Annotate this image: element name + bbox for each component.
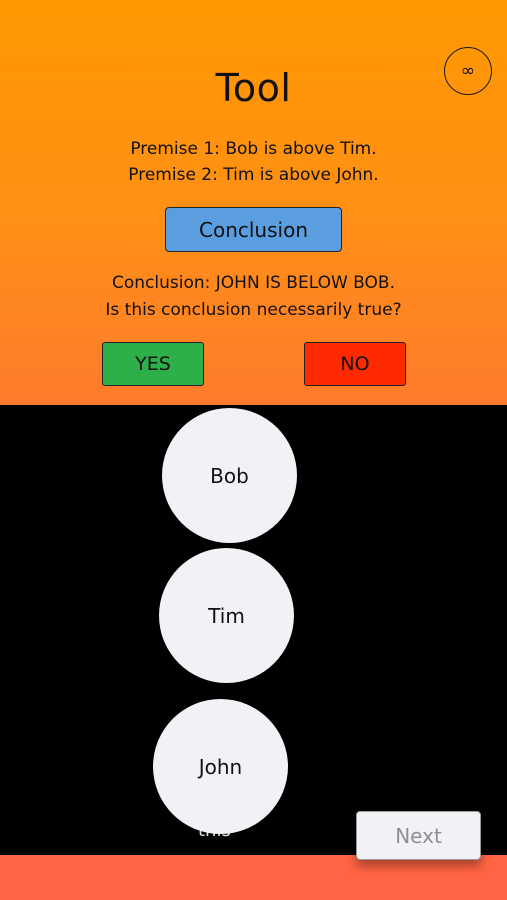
person-circle-tim[interactable]: Tim xyxy=(159,548,294,683)
person-label: Bob xyxy=(210,463,249,488)
no-button[interactable]: NO xyxy=(304,342,406,386)
person-label: John xyxy=(198,754,243,779)
person-circle-bob[interactable]: Bob xyxy=(162,408,297,543)
page-title: Tool xyxy=(215,66,292,110)
premise-1: Premise 1: Bob is above Tim. xyxy=(130,139,377,159)
infinity-mode-button[interactable]: ∞ xyxy=(444,47,492,95)
bottom-bar xyxy=(0,855,507,900)
conclusion-statement: Conclusion: JOHN IS BELOW BOB. xyxy=(112,273,395,293)
person-circle-john[interactable]: John xyxy=(153,699,288,834)
infinity-icon: ∞ xyxy=(460,61,476,81)
person-label: Tim xyxy=(208,603,245,628)
conclusion-question: Is this conclusion necessarily true? xyxy=(105,300,402,320)
next-button[interactable]: Next xyxy=(356,811,481,860)
conclusion-button[interactable]: Conclusion xyxy=(165,207,342,252)
premise-2: Premise 2: Tim is above John. xyxy=(128,165,379,185)
yes-button[interactable]: YES xyxy=(102,342,204,386)
question-panel: ∞ Tool Premise 1: Bob is above Tim. Prem… xyxy=(0,0,507,405)
